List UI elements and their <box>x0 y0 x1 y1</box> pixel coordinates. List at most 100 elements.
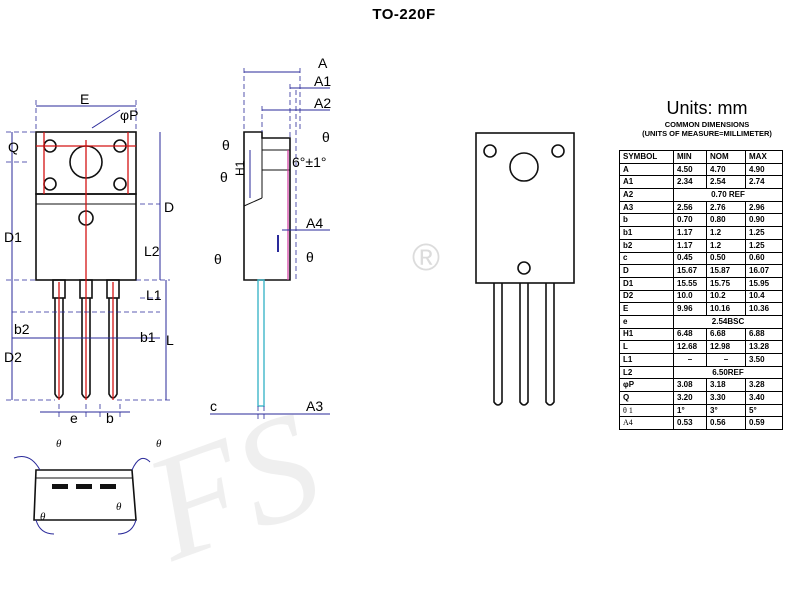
label-phiP: φP <box>120 107 138 123</box>
cell-max: 0.90 <box>745 213 783 228</box>
table-row: L1––3.50 <box>619 353 783 367</box>
cell-min: 9.96 <box>673 302 707 316</box>
cell-max: 0.59 <box>745 416 783 431</box>
label-L: L <box>166 332 174 348</box>
pin-mark-bl <box>43 177 57 191</box>
label-angle: 6°±1° <box>292 154 326 170</box>
cell-min: 15.55 <box>673 276 707 291</box>
cell-min: – <box>673 353 707 367</box>
cell-symbol: φP <box>619 378 674 393</box>
label-A4: A4 <box>306 215 323 231</box>
cell-symbol: L <box>619 340 674 354</box>
cell-nom: 12.98 <box>706 340 746 354</box>
label-A2: A2 <box>314 95 331 111</box>
bottom-view: θ θ θ θ <box>13 438 162 535</box>
header-symbol: SYMBOL <box>619 150 674 164</box>
cell-symbol: e <box>619 314 674 329</box>
illustration-mark-bottom <box>517 261 531 275</box>
illustration-lead-3 <box>545 283 555 406</box>
illustration-body <box>475 132 575 284</box>
cell-symbol: Q <box>619 391 674 405</box>
label-A3: A3 <box>306 398 323 414</box>
cell-max: 3.50 <box>745 353 783 367</box>
cell-max: 15.95 <box>745 276 783 291</box>
cell-min: 3.08 <box>673 378 707 393</box>
cell-max: 3.40 <box>745 391 783 405</box>
cell-min: 3.20 <box>673 391 707 405</box>
label-bottom-theta-2: θ <box>156 438 162 450</box>
cell-nom: 3.30 <box>706 391 746 405</box>
label-b2: b2 <box>14 321 30 337</box>
cell-min: 1° <box>673 403 707 418</box>
pin-mark-br <box>113 177 127 191</box>
cell-min: 2.34 <box>673 175 707 190</box>
cell-nom: 2.54 <box>706 175 746 190</box>
label-theta-5: θ <box>306 249 314 265</box>
units-heading: Units: mm <box>666 98 748 118</box>
cell-max: 5° <box>745 403 783 418</box>
cell-min: 4.50 <box>673 162 707 177</box>
cell-symbol: θ 1 <box>619 403 674 418</box>
cell-span: 2.54BSC <box>673 314 783 329</box>
cell-nom: 15.75 <box>706 276 746 291</box>
cell-min: 0.70 <box>673 213 707 228</box>
cell-symbol: L1 <box>619 353 674 367</box>
cell-symbol: A3 <box>619 200 674 215</box>
cell-max: 10.36 <box>745 302 783 316</box>
cell-span: 0.70 REF <box>673 188 783 202</box>
cell-nom: 2.76 <box>706 200 746 215</box>
header-nom: NOM <box>706 150 746 164</box>
cell-min: 2.56 <box>673 200 707 215</box>
side-lead <box>257 279 265 407</box>
label-bottom-theta-4: θ <box>116 501 122 513</box>
label-Q: Q <box>8 139 19 155</box>
common-dimensions-line: COMMON DIMENSIONS <box>664 120 750 129</box>
cell-symbol: b <box>619 213 674 228</box>
cell-symbol: D2 <box>619 289 674 304</box>
cell-min: 15.67 <box>673 264 707 278</box>
cell-symbol: L2 <box>619 365 674 380</box>
cell-max: 13.28 <box>745 340 783 354</box>
cell-min: 0.53 <box>673 416 707 431</box>
label-E: E <box>80 91 89 107</box>
label-theta-1: θ <box>222 137 230 153</box>
illustration-hole <box>509 152 539 182</box>
label-bottom-theta-3: θ <box>40 511 46 523</box>
cell-nom: 0.80 <box>706 213 746 228</box>
cell-max: 10.4 <box>745 289 783 304</box>
cell-nom: 10.2 <box>706 289 746 304</box>
label-c: c <box>210 398 217 414</box>
label-theta-2: θ <box>220 169 228 185</box>
cell-nom: 0.50 <box>706 251 746 266</box>
cell-nom: 1.2 <box>706 238 746 253</box>
cell-min: 1.17 <box>673 238 707 253</box>
registered-mark: ® <box>412 237 440 279</box>
cell-nom: 0.56 <box>706 416 746 431</box>
cell-max: 2.74 <box>745 175 783 190</box>
cell-min: 1.17 <box>673 226 707 240</box>
cell-nom: 10.16 <box>706 302 746 316</box>
cell-symbol: D1 <box>619 276 674 291</box>
table-header-row: SYMBOL MIN NOM MAX <box>619 150 783 164</box>
header-max: MAX <box>745 150 783 164</box>
cell-nom: 1.2 <box>706 226 746 240</box>
cell-max: 16.07 <box>745 264 783 278</box>
cell-symbol: A1 <box>619 175 674 190</box>
label-L1: L1 <box>146 287 162 303</box>
cell-min: 10.0 <box>673 289 707 304</box>
label-theta-4: θ <box>214 251 222 267</box>
cell-symbol: b1 <box>619 226 674 240</box>
cell-max: 3.28 <box>745 378 783 393</box>
cell-max: 6.88 <box>745 327 783 342</box>
